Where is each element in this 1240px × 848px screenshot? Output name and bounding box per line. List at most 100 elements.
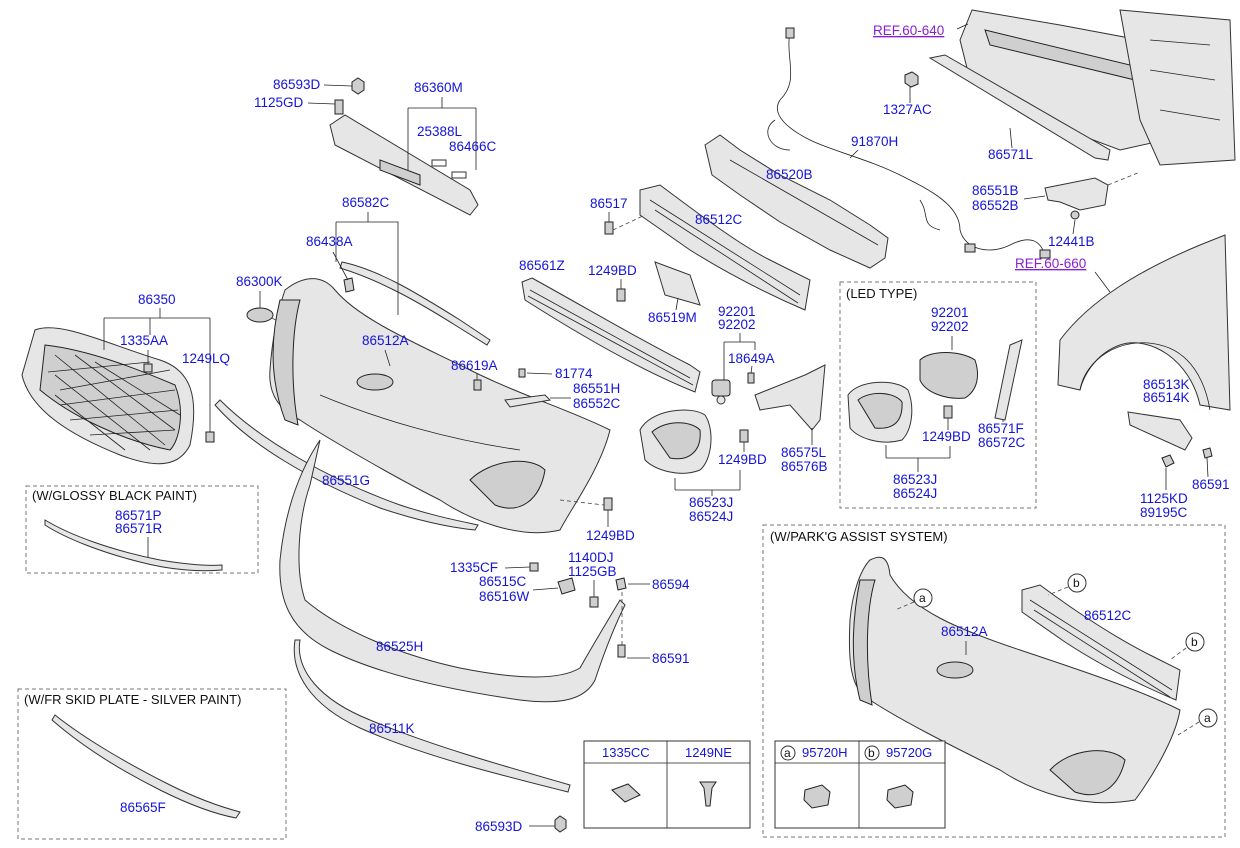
clip-86619A: [473, 379, 482, 391]
led-type-section: [839, 281, 1037, 509]
clip-1335CF: [529, 562, 539, 572]
label-86582C: 86582C: [342, 195, 390, 210]
sensor-95720H-icon: [803, 784, 831, 809]
label-park-86512A: 86512A: [941, 624, 988, 639]
bolt-1249BD-a: [616, 288, 626, 302]
emblem-86300K: [246, 307, 274, 323]
clip-81774: [518, 368, 526, 378]
label-91870H: 91870H: [851, 134, 898, 149]
label-1335CF: 1335CF: [450, 560, 498, 575]
label-1249BD-c: 1249BD: [586, 528, 635, 543]
park-bumper-86512A: [848, 556, 1181, 804]
label-25388L: 25388L: [417, 124, 463, 139]
lower-cover-86525H: [279, 439, 626, 703]
sensor-table: a 95720H b 95720G: [774, 740, 946, 829]
label-92201-a: 92201: [718, 304, 756, 319]
label-86523J-a: 86523J: [689, 495, 733, 510]
label-86511K: 86511K: [369, 721, 415, 736]
table-col-1249NE: 1249NE: [685, 745, 732, 760]
label-81774: 81774: [555, 366, 593, 381]
label-1125GB: 1125GB: [568, 564, 617, 579]
label-18649A: 18649A: [728, 351, 775, 366]
ref-60-640-link[interactable]: REF.60-640: [873, 23, 944, 38]
bezel-86523J: [639, 409, 712, 474]
label-86551G: 86551G: [322, 473, 370, 488]
energy-absorber-86520B: [704, 134, 889, 269]
callout-a-2: a: [1177, 708, 1218, 736]
led-lamp-92201: [919, 352, 978, 399]
screw-1249NE-icon: [699, 781, 717, 807]
label-86593D-bottom: 86593D: [475, 819, 523, 834]
label-86593D-top: 86593D: [273, 77, 321, 92]
fog-lamp-92201: [711, 379, 731, 405]
glossy-black-section: [25, 485, 259, 574]
label-86519M: 86519M: [648, 310, 697, 325]
label-led-92202: 92202: [931, 319, 969, 334]
sensor-a-code: 95720H: [802, 745, 848, 760]
clip-1335AA: [143, 363, 153, 373]
label-86594: 86594: [652, 577, 690, 592]
label-1125GD: 1125GD: [254, 95, 304, 110]
label-86551H: 86551H: [573, 381, 620, 396]
park-assist-title: (W/PARK'G ASSIST SYSTEM): [770, 529, 948, 544]
bracket-86551B: [1044, 177, 1109, 220]
label-park-86512C: 86512C: [1084, 608, 1132, 623]
bolt-1249LQ: [205, 431, 215, 443]
label-led-1249BD: 1249BD: [922, 429, 971, 444]
bulb-18649A: [747, 372, 755, 384]
label-1335AA: 1335AA: [120, 333, 168, 348]
label-led-86571F: 86571F: [978, 421, 1024, 436]
label-86512A: 86512A: [362, 333, 409, 348]
label-86516W: 86516W: [479, 589, 530, 604]
label-1249BD-a: 1249BD: [588, 263, 637, 278]
bolt-1249BD-b: [739, 429, 749, 443]
label-86551B: 86551B: [972, 183, 1019, 198]
led-bezel-86523J: [847, 381, 913, 443]
label-86571P: 86571P: [115, 508, 162, 523]
label-86514K: 86514K: [1143, 390, 1190, 405]
callout-b-2: b: [1169, 632, 1205, 661]
garnish-86571F: [994, 339, 1023, 421]
label-12441B: 12441B: [1048, 234, 1095, 249]
clip-86517: [604, 221, 614, 235]
label-led-92201: 92201: [931, 305, 969, 320]
clip-86593D-top: [351, 77, 365, 95]
label-1140DJ: 1140DJ: [568, 550, 614, 565]
label-1249LQ: 1249LQ: [182, 351, 230, 366]
screw-86591: [617, 644, 626, 658]
label-86571L: 86571L: [988, 147, 1034, 162]
ref-60-660-link[interactable]: REF.60-660: [1015, 256, 1086, 271]
label-led-86572C: 86572C: [978, 435, 1026, 450]
bracket-86513K: [1127, 411, 1213, 468]
label-86520B: 86520B: [766, 167, 813, 182]
label-led-86524J: 86524J: [893, 486, 937, 501]
molding-86582C: [339, 261, 491, 346]
fender-ref: [1057, 234, 1231, 411]
bracket-86515C: [557, 577, 576, 595]
garnish-86571P: [44, 519, 223, 572]
label-1327AC: 1327AC: [883, 102, 932, 117]
strip-86511K: [293, 639, 571, 793]
bolt-1249BD-c: [603, 497, 613, 511]
clip-86594: [615, 577, 627, 591]
label-86591-right: 86591: [1192, 477, 1230, 492]
svg-text:b: b: [1073, 576, 1080, 590]
led-bolt-1249BD: [943, 405, 953, 419]
upper-bracket-86360M: [329, 114, 479, 216]
label-86513K: 86513K: [1143, 377, 1190, 392]
label-86512C: 86512C: [695, 212, 743, 227]
label-86575L: 86575L: [781, 445, 827, 460]
label-86576B: 86576B: [781, 459, 828, 474]
trim-86551H: [504, 394, 552, 408]
led-type-title: (LED TYPE): [846, 286, 917, 301]
label-86619A: 86619A: [451, 358, 498, 373]
label-86561Z: 86561Z: [519, 258, 565, 273]
label-86350: 86350: [138, 292, 176, 307]
label-86525H: 86525H: [376, 639, 423, 654]
bumper-cover-86512A: [269, 278, 611, 534]
clip-1335CC-icon: [611, 783, 641, 803]
label-86552C: 86552C: [573, 396, 621, 411]
park-assist-section: [762, 524, 1226, 838]
skid-plate-86565F: [51, 714, 241, 819]
